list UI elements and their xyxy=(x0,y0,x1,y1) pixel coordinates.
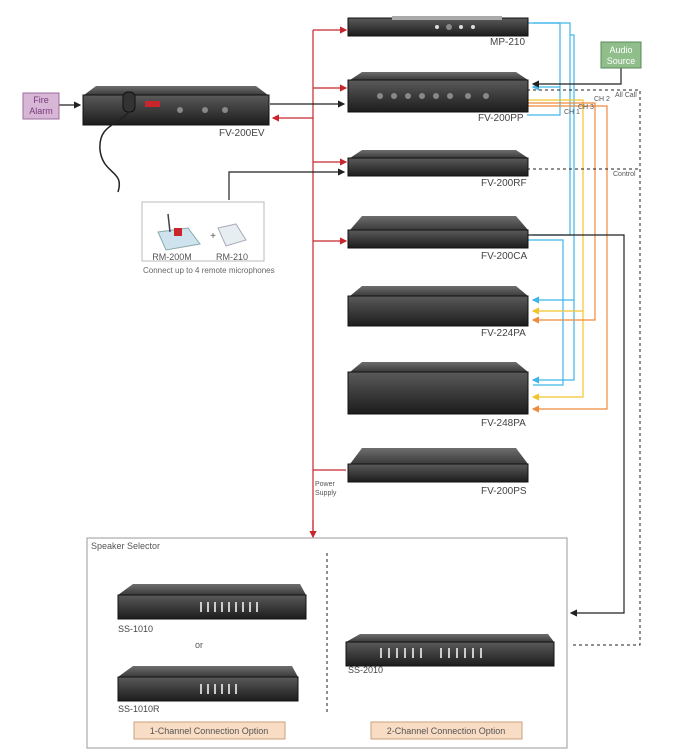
fv248pa-label: FV-248PA xyxy=(481,418,526,429)
mp210-unit: MP-210 xyxy=(347,16,529,48)
red-power-bus xyxy=(271,26,348,539)
fv248pa-unit: FV-248PA xyxy=(347,362,529,429)
ss1010r-label: SS-1010R xyxy=(118,704,160,714)
ss1010-label: SS-1010 xyxy=(118,624,153,634)
ch2-orange-lines xyxy=(527,102,608,413)
fv200pp-label: FV-200PP xyxy=(478,113,524,124)
fire-alarm-box: Fire Alarm xyxy=(22,92,60,120)
audio-source-box: Audio Source xyxy=(600,41,642,69)
fv224pa-label: FV-224PA xyxy=(481,328,526,339)
audio-source-line1: Audio xyxy=(609,45,632,55)
rm200m-label: RM-200M xyxy=(152,252,192,262)
all-call-label: All Call xyxy=(615,92,637,99)
remote-mic-caption: Connect up to 4 remote microphones xyxy=(143,266,275,275)
speaker-selector-title: Speaker Selector xyxy=(91,541,160,551)
fv200ps-unit: FV-200PS xyxy=(347,448,529,497)
fv200ca-unit: FV-200CA xyxy=(347,216,529,262)
ss1010r-unit: SS-1010R xyxy=(117,666,299,714)
fv200ps-label: FV-200PS xyxy=(481,486,527,497)
fv200ev-label: FV-200EV xyxy=(219,128,265,139)
fv200pp-unit: FV-200PP xyxy=(347,72,529,124)
option2-badge: 2-Channel Connection Option xyxy=(370,721,523,740)
speaker-selector-frame: Speaker Selector xyxy=(86,537,568,749)
paging-mic-icon xyxy=(122,91,136,113)
ss2010-label: SS-2010 xyxy=(348,665,383,675)
or-label: or xyxy=(195,640,203,650)
fire-alarm-line2: Alarm xyxy=(29,106,53,116)
audio-source-line2: Source xyxy=(607,56,636,66)
ch1-blue-lines xyxy=(527,22,575,386)
fv200ev-unit: FV-200EV xyxy=(82,86,270,193)
fire-alarm-line1: Fire xyxy=(33,95,49,105)
power-label-line2: Supply xyxy=(315,490,337,497)
control-label: Control xyxy=(613,171,636,178)
fv200rf-label: FV-200RF xyxy=(481,178,527,189)
ss2010-unit: SS-2010 xyxy=(345,634,555,675)
ch3-yellow-lines xyxy=(527,99,584,401)
option1-badge: 1-Channel Connection Option xyxy=(133,721,286,740)
ch1-label: CH 1 xyxy=(564,109,580,116)
option2-label: 2-Channel Connection Option xyxy=(387,726,506,736)
rm210-label: RM-210 xyxy=(216,252,248,262)
fv200rf-unit: FV-200RF xyxy=(347,150,529,189)
ch3-label: CH 3 xyxy=(578,104,594,111)
mp210-label: MP-210 xyxy=(490,37,525,48)
black-signal-lines xyxy=(59,56,625,617)
fv200ca-label: FV-200CA xyxy=(481,251,527,262)
plus-sign: + xyxy=(210,231,216,242)
remote-mic-group: + RM-200M RM-210 Connect up to 4 remote … xyxy=(141,201,275,275)
ch2-label: CH 2 xyxy=(594,96,610,103)
ss1010-unit: SS-1010 xyxy=(117,584,307,634)
option1-label: 1-Channel Connection Option xyxy=(150,726,269,736)
fv224pa-unit: FV-224PA xyxy=(347,286,529,339)
dashed-control-lines xyxy=(527,89,641,646)
power-label-line1: Power xyxy=(315,481,336,488)
